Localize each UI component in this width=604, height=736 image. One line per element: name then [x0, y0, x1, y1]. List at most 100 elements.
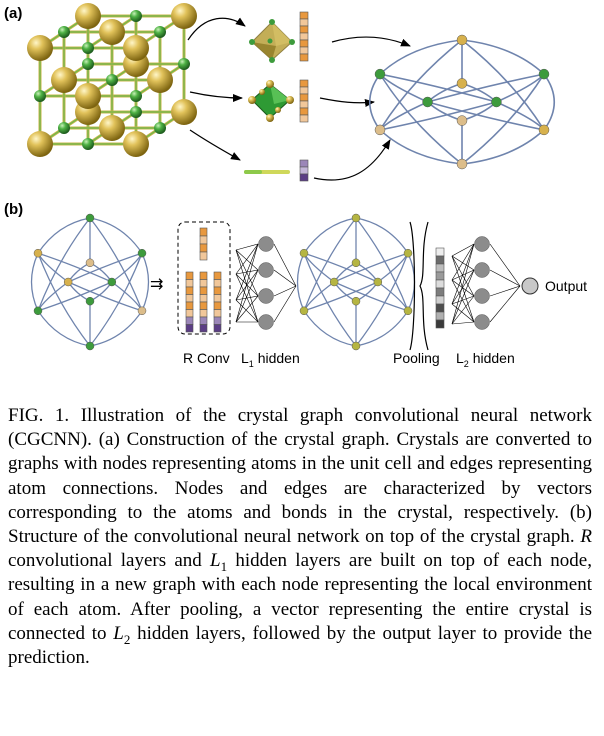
crystal-graph [369, 34, 555, 170]
hidden-neuron [258, 262, 274, 278]
layer-connection [235, 243, 259, 275]
green-atom [82, 138, 94, 150]
vector-cell [299, 114, 309, 123]
graph-edge [37, 281, 113, 312]
graph-edge [296, 252, 305, 312]
caption-symbol-r: R [580, 526, 592, 548]
output-label: Output [545, 278, 587, 294]
graph-edge [407, 252, 416, 312]
caption-fig-label: FIG. 1. [8, 405, 70, 426]
bond-segment [244, 170, 290, 174]
vector-cell [299, 32, 309, 41]
graph-edge [37, 252, 91, 347]
panel-a-label: (a) [4, 5, 22, 22]
hidden-neuron [258, 314, 274, 330]
graph-node [456, 34, 468, 46]
graph-edge [67, 252, 143, 283]
graph-node [351, 258, 361, 268]
caption-subscript: 1 [220, 559, 228, 575]
layer-connection [235, 249, 259, 297]
layer-connection [451, 243, 475, 325]
vector-cell [435, 247, 445, 257]
green-atom [154, 26, 166, 38]
graph-node [329, 277, 339, 287]
graph-node [63, 277, 73, 287]
vector-cell [185, 324, 194, 333]
vector-cell [299, 39, 309, 48]
pooling-label: Pooling [393, 350, 440, 366]
green-atom [130, 90, 142, 102]
layer-connection [451, 243, 475, 305]
hidden-neuron [258, 288, 274, 304]
caption-text: Illustration of the crystal graph convol… [8, 405, 592, 548]
layer-connection [235, 249, 259, 323]
atom-feature-vector [299, 79, 309, 123]
graph-edge [89, 217, 143, 254]
vector-cell [435, 263, 445, 273]
green-atom [82, 42, 94, 54]
graph-node [33, 306, 43, 316]
graph-node [85, 296, 95, 306]
graph-edge [379, 73, 497, 103]
layer-connection [235, 269, 259, 275]
layer-connection [451, 255, 475, 271]
vector-cell [199, 316, 208, 325]
graph-edge [67, 281, 143, 312]
graph-node [456, 115, 468, 126]
layer-connection [273, 285, 297, 297]
vector-cell [185, 294, 194, 303]
layer-connection [451, 321, 475, 325]
vector-cell [185, 271, 194, 280]
caption-text: hidden layers are built on top of each n… [8, 550, 592, 644]
vector-cell [435, 271, 445, 281]
vector-cell [299, 11, 309, 20]
graph-edge [369, 73, 381, 131]
gold-atom [171, 99, 197, 125]
gold-atom [75, 3, 101, 29]
layer-connection [235, 243, 259, 323]
vector-cell [199, 301, 208, 310]
graph-edge [303, 252, 357, 347]
output-node [521, 277, 539, 295]
hidden-neuron [474, 288, 490, 304]
vector-cell [199, 324, 208, 333]
layer-connection [273, 269, 297, 287]
vector-cell [213, 279, 222, 288]
vector-cell [199, 235, 208, 245]
graph-edge [427, 101, 545, 131]
pooling-bracket [409, 221, 429, 351]
graph-edge [303, 281, 379, 312]
graph-edge [379, 101, 497, 131]
conv-layer-box [177, 221, 231, 335]
green-atom [34, 90, 46, 102]
graph-edge [89, 252, 143, 347]
l1-hidden-layer [235, 236, 297, 330]
gold-atom [99, 115, 125, 141]
layer-connection [451, 295, 475, 325]
graph-node [374, 68, 386, 80]
graph-edge [543, 73, 555, 131]
vector-cell [299, 86, 309, 95]
layer-connection [451, 269, 475, 281]
graph-edge [89, 217, 143, 312]
graph-edge [333, 281, 409, 312]
graph-edge [355, 310, 409, 347]
graph-node [373, 277, 383, 287]
vector-cell [435, 255, 445, 265]
layer-connection [489, 285, 521, 297]
vector-cell [185, 279, 194, 288]
green-atom [178, 58, 190, 70]
vector-cell [185, 309, 194, 318]
layer-connection [235, 249, 259, 271]
vector-cell [185, 286, 194, 295]
graph-node [137, 248, 147, 258]
graph-node [85, 341, 95, 351]
vector-cell [435, 295, 445, 305]
graph-edge [303, 310, 357, 347]
r-conv-label: R Conv [183, 350, 230, 366]
graph-node [491, 96, 502, 108]
vector-cell [299, 100, 309, 109]
graph-edge [89, 310, 143, 347]
graph-node [538, 124, 550, 136]
graph-edge [355, 217, 409, 254]
